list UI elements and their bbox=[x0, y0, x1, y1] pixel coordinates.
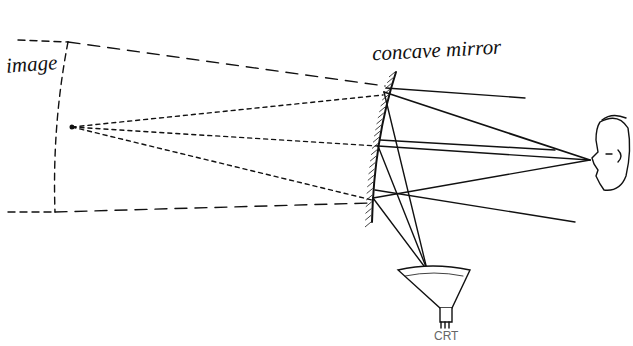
ray bbox=[384, 92, 430, 282]
mirror-hatching bbox=[369, 162, 375, 167]
mirror-hatching bbox=[369, 169, 375, 174]
image-outline bbox=[8, 211, 55, 212]
image-point bbox=[70, 125, 74, 129]
viewer-head bbox=[592, 118, 630, 190]
mirror-hatching bbox=[382, 95, 388, 100]
mirror-hatching bbox=[367, 182, 373, 187]
mirror-hatching bbox=[385, 83, 391, 88]
image-label: image bbox=[5, 50, 58, 79]
mirror-hatching bbox=[368, 175, 374, 180]
virtual-ray bbox=[72, 127, 372, 200]
virtual-ray bbox=[72, 127, 378, 146]
mirror-hatching bbox=[377, 119, 383, 124]
mirror-hatching bbox=[372, 144, 378, 149]
crt-screen bbox=[405, 273, 463, 276]
crt-pins bbox=[441, 322, 449, 328]
mirror-label: concave mirror bbox=[371, 35, 501, 67]
ray bbox=[380, 140, 555, 150]
mirror-hatching bbox=[375, 125, 381, 130]
mirror-hatching bbox=[365, 215, 371, 220]
ray bbox=[378, 146, 590, 160]
ray bbox=[375, 190, 575, 222]
mirror-hatching bbox=[379, 107, 385, 112]
virtual-ray bbox=[68, 42, 385, 86]
viewer-ear bbox=[618, 150, 621, 162]
ray bbox=[384, 92, 590, 160]
ray bbox=[386, 88, 525, 98]
mirror-hatching bbox=[389, 72, 395, 77]
image-outline bbox=[18, 40, 68, 42]
mirror-hatching bbox=[370, 156, 376, 161]
mirror-hatching bbox=[378, 113, 384, 118]
virtual-ray bbox=[72, 95, 383, 127]
crt-neck bbox=[440, 308, 452, 322]
mirror-hatching bbox=[365, 208, 371, 213]
mirror-hatching bbox=[373, 137, 379, 142]
mirror-hatching bbox=[367, 188, 373, 193]
mirror-hatching bbox=[366, 195, 372, 200]
ray bbox=[373, 160, 590, 198]
crt-tube bbox=[398, 266, 470, 308]
mirror-hatching bbox=[365, 222, 371, 227]
mirror-hatching bbox=[384, 89, 390, 94]
viewer-hair bbox=[602, 115, 626, 120]
mirror-hatching bbox=[371, 150, 377, 155]
mirror-hatching bbox=[374, 131, 380, 136]
mirror-hatching bbox=[381, 101, 387, 106]
mirror-hatching bbox=[387, 78, 393, 83]
viewer-eye bbox=[606, 153, 612, 154]
crt-label: CRT bbox=[434, 329, 458, 343]
ray bbox=[378, 146, 432, 282]
virtual-ray bbox=[55, 203, 370, 212]
mirror-hatching bbox=[366, 202, 372, 207]
